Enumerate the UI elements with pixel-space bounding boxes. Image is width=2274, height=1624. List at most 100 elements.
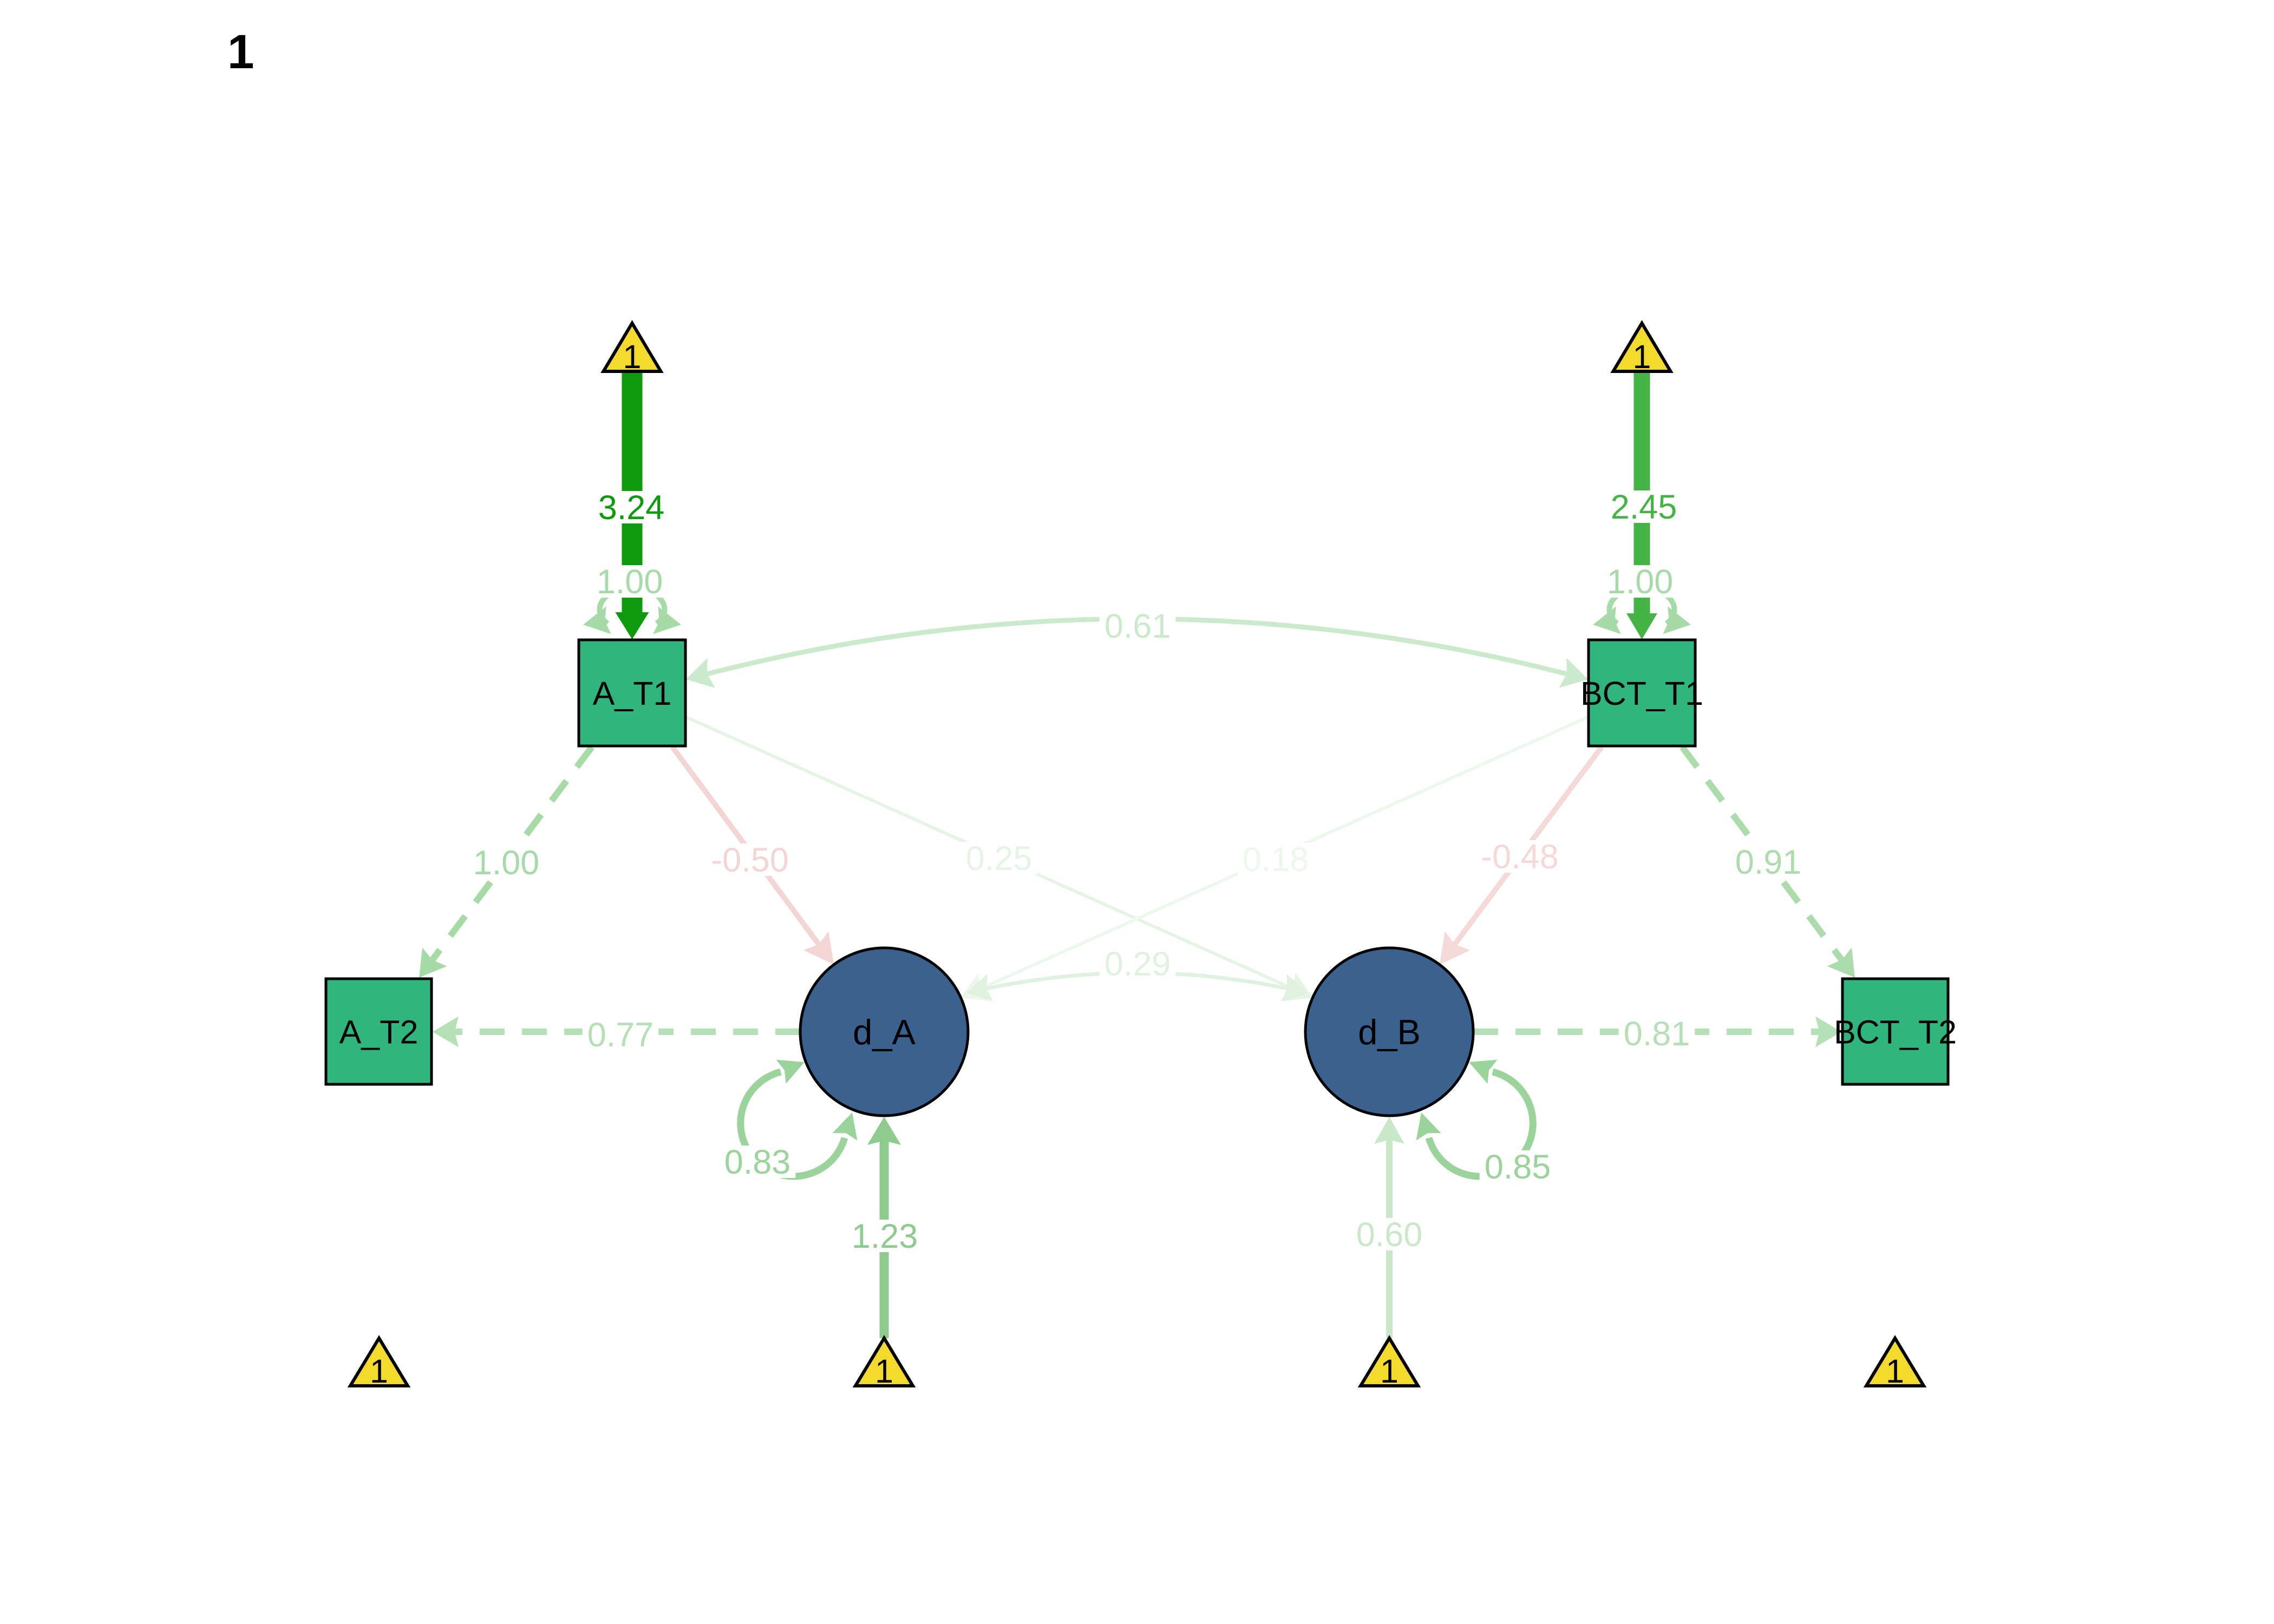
edge-label-value: 0.29 — [1105, 945, 1171, 983]
edge-label-a-t1-to-a-t2: 1.00 — [468, 844, 545, 882]
edge-label-value: 0.83 — [724, 1143, 791, 1181]
edge-label-a-t1-to-d-b: 0.25 — [960, 840, 1037, 878]
edge-d-b-to-d-b-arrowhead — [1469, 1059, 1498, 1084]
edge-bct-t1-to-bct-t2-arrowhead — [1827, 947, 1855, 978]
edge-label-value: -0.48 — [1481, 838, 1559, 876]
edge-label-bg — [846, 1220, 923, 1252]
edge-label-value: 0.61 — [1105, 607, 1171, 645]
edge-label-d-b-to-bct-t2: 0.81 — [1618, 1015, 1695, 1053]
node-const-bct-t2-shape — [1863, 1335, 1927, 1387]
edge-const-bct-t1-to-bct-t1-arrowhead — [1626, 613, 1657, 639]
edge-label-a-t1-to-d-a: -0.50 — [706, 841, 794, 879]
node-a-t1-shape — [577, 638, 687, 748]
node-const-a-t2-shape — [347, 1335, 411, 1387]
edge-d-a-to-d-b-arrowhead — [1280, 974, 1308, 1001]
edge-label-bg — [1618, 1017, 1695, 1050]
node-bct-t2-label: BCT_T2 — [1834, 1014, 1957, 1051]
edge-d-b-to-bct-t2-arrowhead — [1815, 1016, 1841, 1047]
edge-a-t1-to-a-t2-arrowhead — [419, 947, 447, 978]
node-const-a-t1-label: 1 — [623, 338, 642, 375]
node-const-bct-t1-label: 1 — [1633, 338, 1651, 375]
edge-a-t1-to-a-t1-arrowhead — [653, 606, 681, 634]
edge-label-bg — [1730, 846, 1807, 878]
edge-label-bct-t1-to-bct-t2: 0.91 — [1730, 843, 1807, 881]
edge-label-value: 0.18 — [1243, 841, 1309, 879]
edge-label-const-bct-t1-to-bct-t1: 2.45 — [1605, 488, 1682, 526]
edge-label-bg — [1476, 840, 1564, 873]
edge-label-value: 0.77 — [587, 1016, 654, 1054]
edge-label-bg — [1602, 565, 1678, 598]
edge-label-value: 1.00 — [473, 844, 540, 882]
node-d-b-shape — [1304, 946, 1475, 1117]
node-const-a-t1: 1 — [600, 320, 664, 375]
node-const-d-a-shape — [852, 1335, 916, 1387]
edge-label-bct-t1-to-d-a: 0.18 — [1237, 841, 1314, 879]
node-d-b: d_B — [1304, 946, 1475, 1117]
edge-label-bct-t1-to-bct-t1: 1.00 — [1602, 563, 1678, 601]
node-a-t2-shape — [324, 977, 433, 1086]
edge-label-value: 1.00 — [597, 563, 663, 601]
edge-label-bct-t1-to-d-b: -0.48 — [1476, 838, 1564, 876]
edge-label-bg — [468, 846, 545, 879]
edge-label-const-d-b-to-d-b: 0.60 — [1351, 1216, 1428, 1254]
node-const-d-b-label: 1 — [1380, 1353, 1399, 1390]
edge-label-d-a-to-a-t2: 0.77 — [582, 1016, 659, 1054]
edge-bct-t1-to-d-b-arrowhead — [1440, 931, 1471, 965]
edge-label-const-a-t1-to-a-t1: 3.24 — [593, 489, 670, 527]
edge-label-d-b-to-d-b: 0.85 — [1479, 1148, 1556, 1186]
node-const-bct-t2-label: 1 — [1886, 1353, 1904, 1390]
edge-d-a-to-d-a-arrowhead — [776, 1059, 805, 1084]
node-bct-t1-label: BCT_T1 — [1580, 675, 1703, 712]
edge-d-a-to-d-a-arrowhead — [832, 1112, 858, 1141]
edge-a-t1-to-a-t1-arrowhead — [583, 606, 611, 634]
edge-label-value: 1.23 — [852, 1217, 918, 1255]
edge-bct-t1-to-bct-t1-arrowhead — [1663, 606, 1691, 634]
node-const-d-a-label: 1 — [875, 1353, 893, 1390]
node-const-bct-t1: 1 — [1610, 320, 1674, 375]
edge-label-a-t1-to-a-t1: 1.00 — [591, 563, 668, 601]
node-a-t1: A_T1 — [577, 638, 687, 748]
edge-bct-t1-to-bct-t1-arrowhead — [1593, 606, 1621, 634]
edge-label-a-t1-to-bct-t1: 0.61 — [1099, 607, 1176, 645]
edge-label-bg — [1479, 1150, 1556, 1183]
edge-label-value: 0.25 — [966, 840, 1033, 878]
edge-label-bg — [1099, 610, 1176, 642]
edge-label-bg — [582, 1018, 659, 1051]
edge-label-value: 0.85 — [1485, 1148, 1551, 1186]
edge-label-value: 3.24 — [598, 489, 665, 527]
edge-d-a-to-d-b-arrowhead — [966, 974, 994, 1001]
edge-label-d-a-to-d-a: 0.83 — [719, 1143, 796, 1181]
edge-label-value: -0.50 — [711, 841, 789, 879]
node-d-a: d_A — [799, 946, 970, 1117]
edge-a-t1-to-bct-t1-arrowhead — [1559, 658, 1588, 688]
node-a-t2-label: A_T2 — [339, 1014, 419, 1051]
node-const-d-a: 1 — [852, 1335, 916, 1390]
edge-label-value: 0.60 — [1356, 1216, 1423, 1254]
edge-label-bg — [593, 491, 670, 523]
edge-label-bg — [960, 842, 1037, 874]
edge-label-bg — [1237, 843, 1314, 875]
node-d-b-label: d_B — [1358, 1012, 1421, 1052]
edge-a-t1-to-bct-t1-arrowhead — [686, 658, 715, 688]
edge-const-d-a-to-d-a-arrowhead — [867, 1117, 901, 1145]
node-bct-t2-shape — [1841, 977, 1950, 1086]
edge-label-const-d-a-to-d-a: 1.23 — [846, 1217, 923, 1255]
node-const-d-b: 1 — [1357, 1335, 1421, 1390]
node-bct-t2: BCT_T2 — [1834, 977, 1957, 1086]
node-const-bct-t2: 1 — [1863, 1335, 1927, 1390]
edge-label-bg — [591, 565, 668, 598]
edge-d-b-to-d-b-arrowhead — [1416, 1112, 1441, 1141]
nodes: A_T1 BCT_T1 A_T2 BCT_T2 d_A d_B 1 1 — [324, 320, 1957, 1390]
node-const-bct-t1-shape — [1610, 320, 1674, 373]
edge-label-bg — [719, 1145, 796, 1178]
node-d-a-label: d_A — [853, 1012, 916, 1052]
edge-a-t1-to-d-a-arrowhead — [803, 931, 834, 965]
page-title: 1 — [227, 24, 254, 78]
node-d-a-shape — [799, 946, 970, 1117]
edge-const-d-b-to-d-b-arrowhead — [1374, 1117, 1404, 1144]
edge-label-value: 2.45 — [1611, 488, 1677, 526]
node-bct-t1-shape — [1587, 638, 1697, 748]
edge-d-a-to-a-t2-arrowhead — [433, 1016, 459, 1047]
